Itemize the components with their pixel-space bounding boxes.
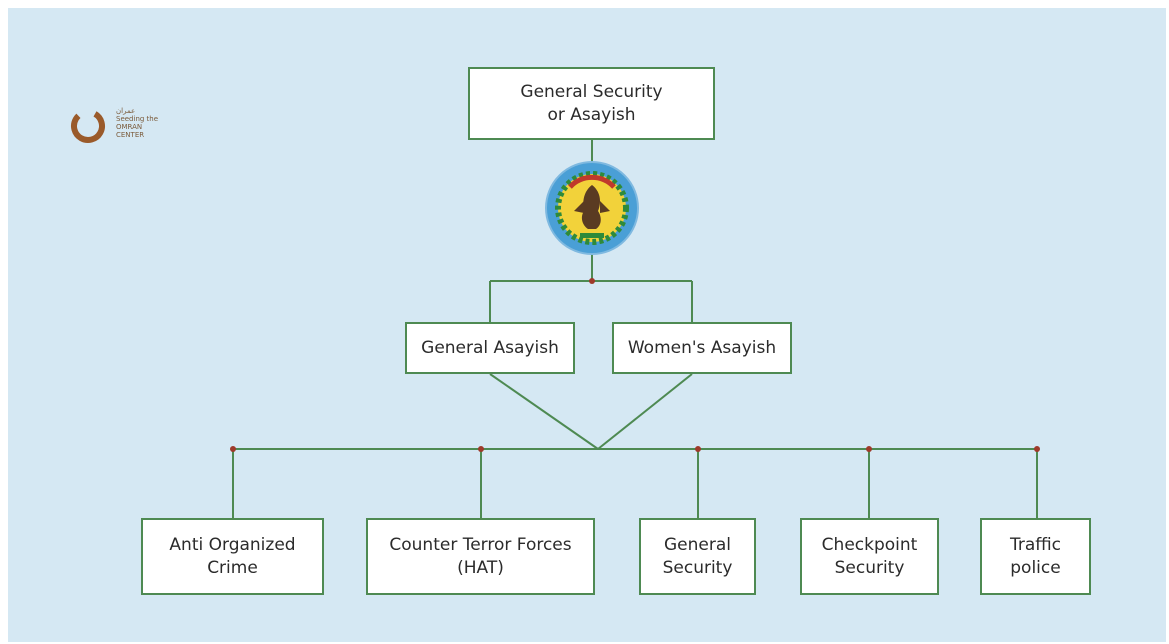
junction-dot xyxy=(866,446,872,452)
unit-counter-terror-forces: Counter Terror Forces (HAT) xyxy=(366,518,595,595)
unit-anti-organized-crime: Anti Organized Crime xyxy=(141,518,324,595)
omran-logo: عمران Seeding the OMRAN CENTER xyxy=(68,101,178,151)
connector-general-merge xyxy=(489,373,599,450)
unit-checkpoint-security: Checkpoint Security xyxy=(800,518,939,595)
unit-general-security: General Security xyxy=(639,518,756,595)
junction-dot xyxy=(695,446,701,452)
root-node: General Security or Asayish xyxy=(468,67,715,140)
connector-lines xyxy=(230,140,1040,518)
junction-dot xyxy=(230,446,236,452)
junction-dot xyxy=(1034,446,1040,452)
junction-dot xyxy=(589,278,595,284)
logo-text: عمران Seeding the OMRAN CENTER xyxy=(116,107,159,139)
connector-womens-merge xyxy=(597,373,693,450)
junction-dot xyxy=(478,446,484,452)
division-general-asayish: General Asayish xyxy=(405,322,575,374)
omran-logo-icon xyxy=(71,109,105,143)
asayish-emblem-icon xyxy=(545,161,639,255)
division-womens-asayish: Women's Asayish xyxy=(612,322,792,374)
unit-traffic-police: Traffic police xyxy=(980,518,1091,595)
diagram-canvas: عمران Seeding the OMRAN CENTER General S… xyxy=(8,8,1166,642)
